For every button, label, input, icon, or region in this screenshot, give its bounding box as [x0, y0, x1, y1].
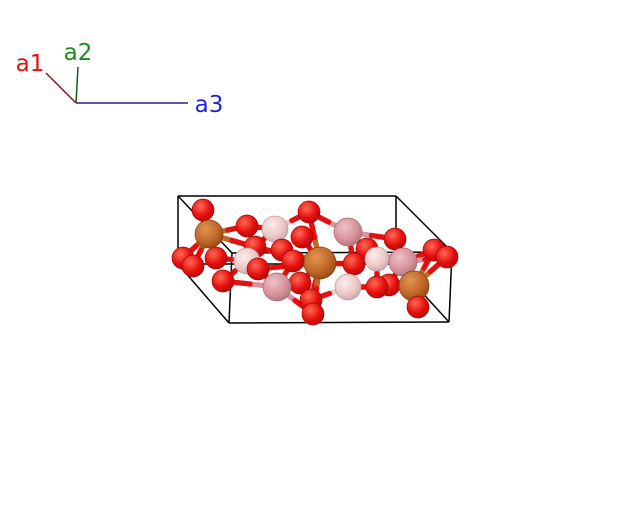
atom-metal-light-pink[interactable] — [334, 273, 362, 301]
atom-oxygen-red[interactable] — [342, 252, 366, 276]
atom-oxygen-red[interactable] — [297, 200, 321, 224]
atom-oxygen-red[interactable] — [301, 302, 325, 326]
axis-label-a1: a1 — [16, 51, 45, 77]
atom-oxygen-red[interactable] — [365, 275, 389, 299]
axes-widget: a1 a2 a3 — [16, 40, 224, 118]
atom-metal-rose-pink[interactable] — [333, 217, 363, 247]
atom-oxygen-red[interactable] — [211, 269, 235, 293]
atom-oxygen-red[interactable] — [435, 245, 459, 269]
atom-metal-rose-pink[interactable] — [262, 272, 292, 302]
unit-cell-edge — [395, 195, 453, 253]
axis-label-a2: a2 — [64, 40, 93, 66]
atom-oxygen-red[interactable] — [235, 214, 259, 238]
atom-layer — [171, 198, 459, 326]
unit-cell-edge — [228, 321, 450, 324]
atom-metal-brown[interactable] — [194, 219, 224, 249]
atom-oxygen-red[interactable] — [181, 254, 205, 278]
atom-metal-light-pink[interactable] — [261, 215, 289, 243]
atom-metal-light-pink[interactable] — [364, 246, 390, 272]
axis-line-a2 — [75, 66, 79, 104]
atom-oxygen-red[interactable] — [191, 198, 215, 222]
atom-oxygen-red[interactable] — [406, 295, 430, 319]
atom-metal-brown[interactable] — [303, 246, 337, 280]
axis-line-a1 — [45, 72, 77, 104]
atom-oxygen-red[interactable] — [281, 249, 305, 273]
axis-label-a3: a3 — [195, 92, 224, 118]
atom-oxygen-red[interactable] — [204, 246, 228, 270]
atom-oxygen-red[interactable] — [290, 225, 314, 249]
atom-oxygen-red[interactable] — [383, 227, 407, 251]
atom-oxygen-red[interactable] — [246, 257, 270, 281]
